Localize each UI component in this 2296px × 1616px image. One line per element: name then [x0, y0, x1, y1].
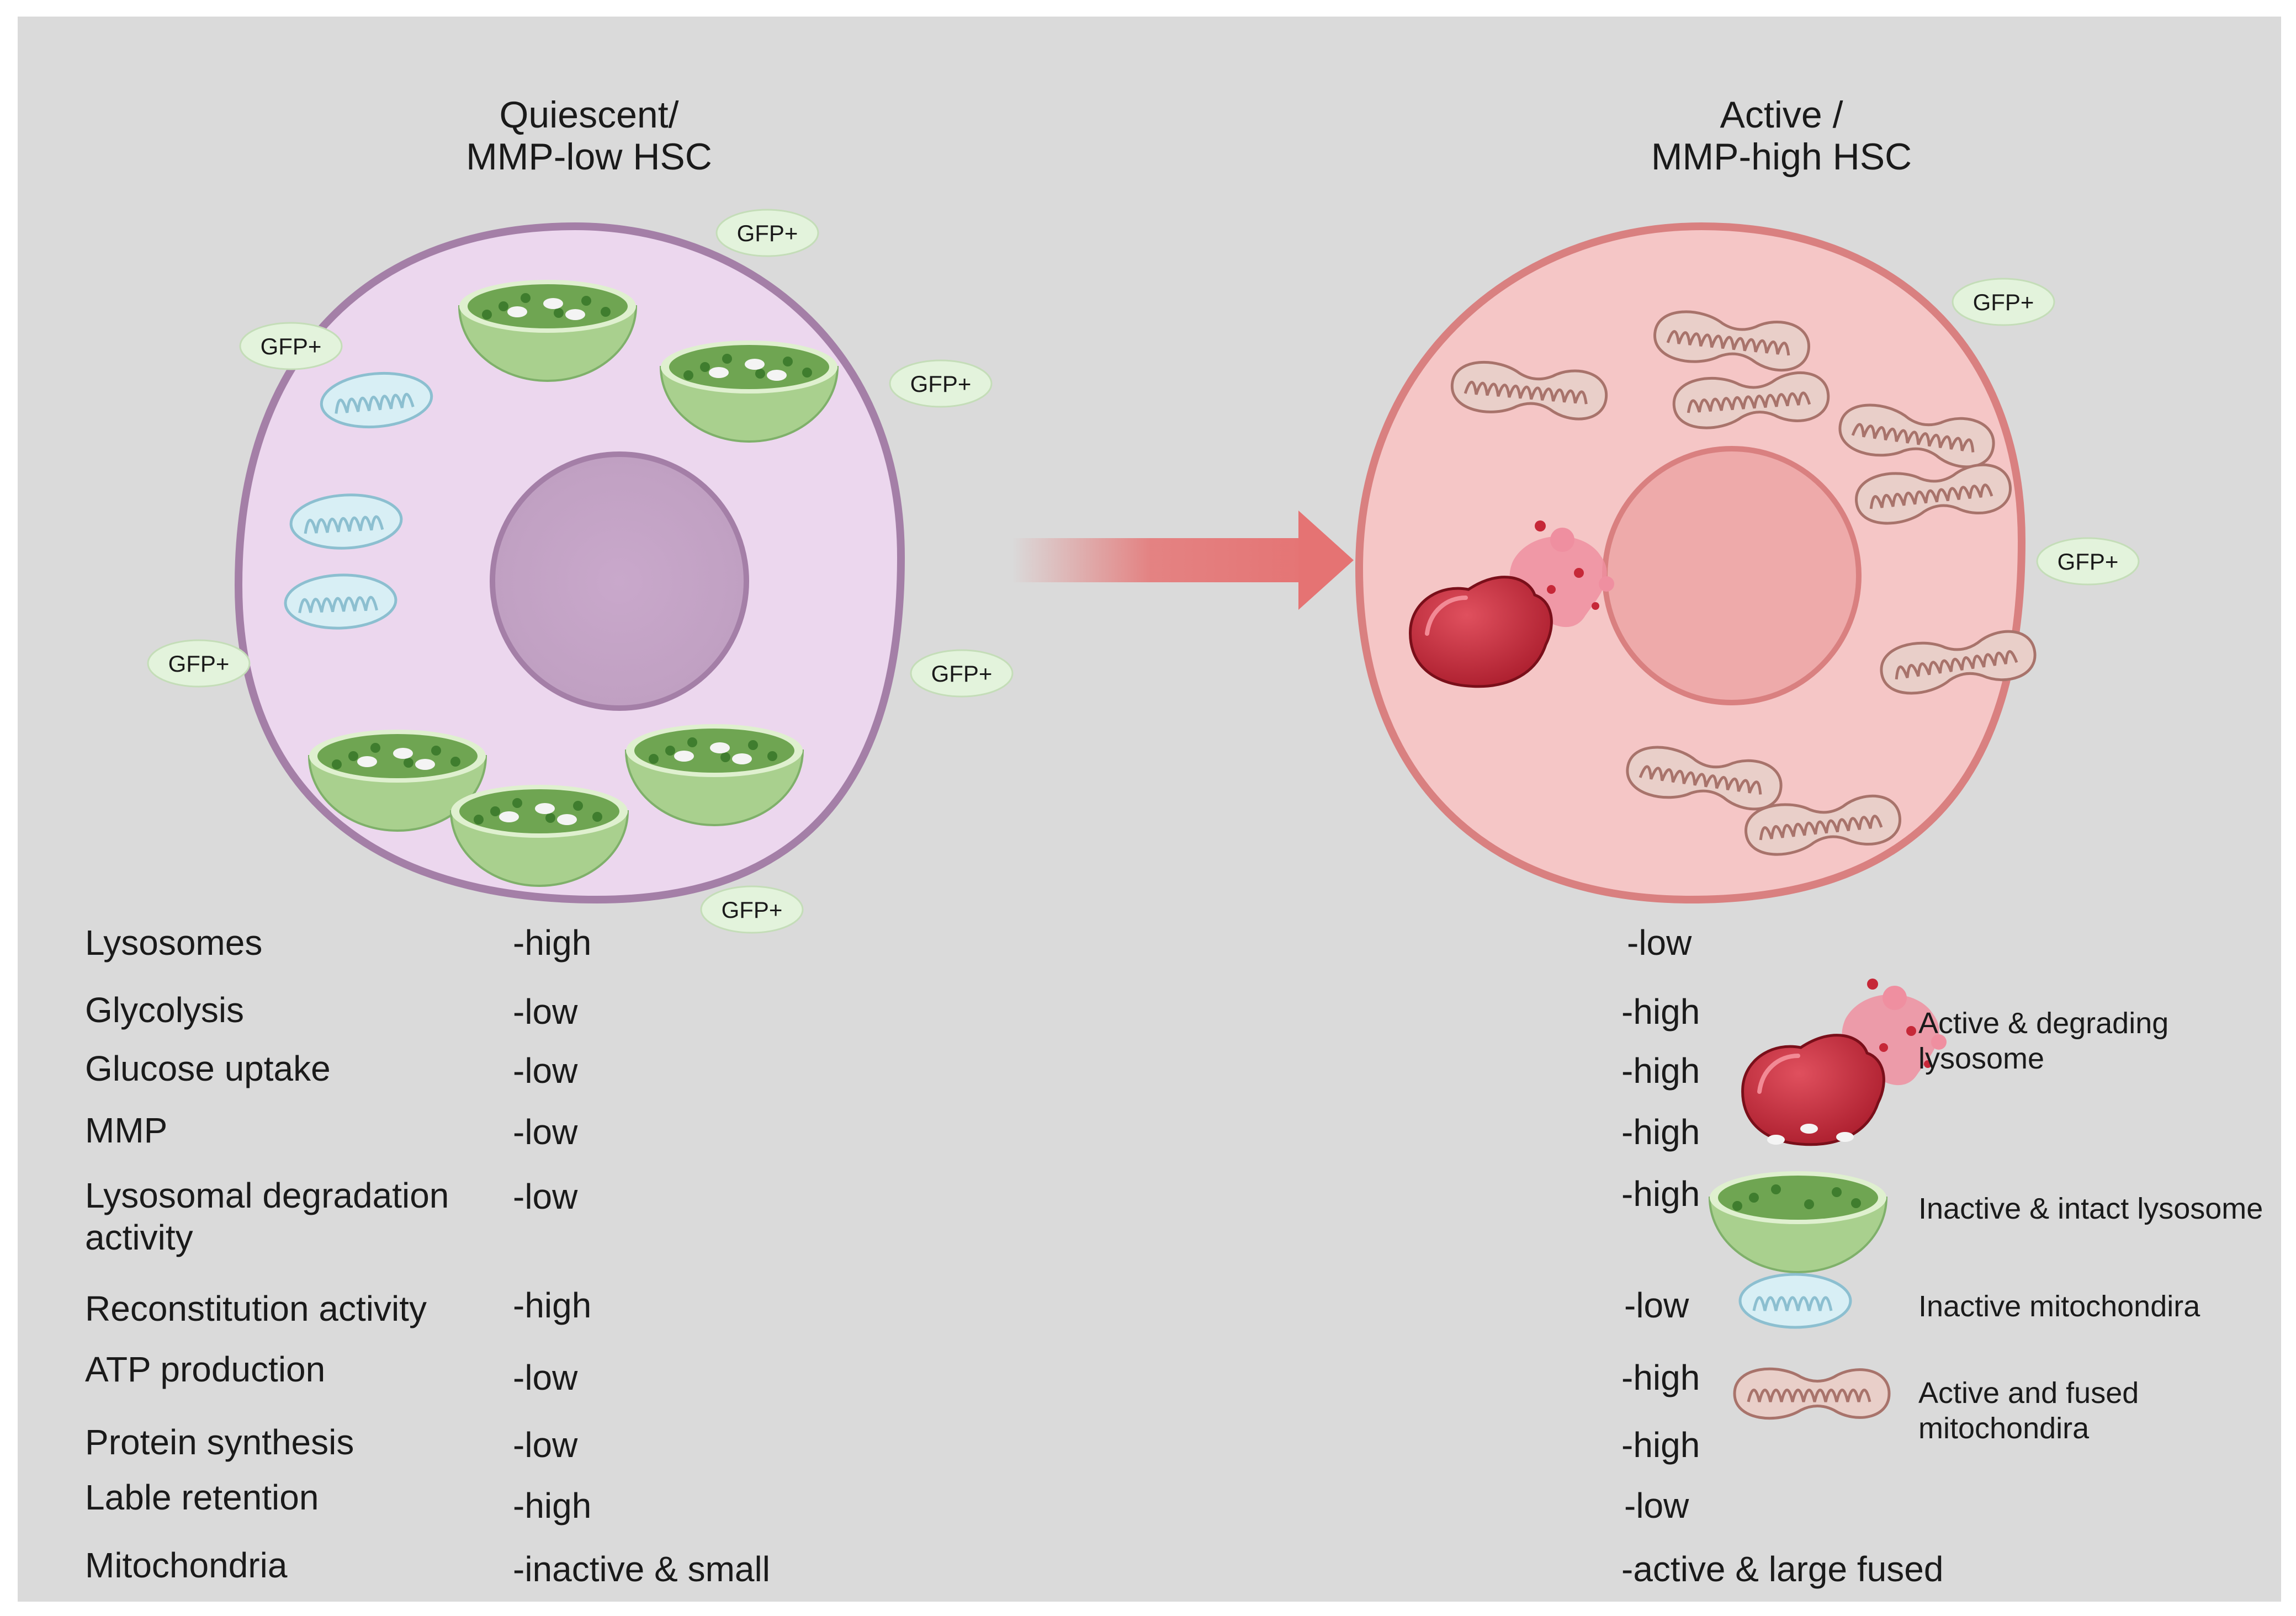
active-title: Active / MMP-high HSC — [1651, 94, 1912, 178]
fused-mitochondrion — [1838, 403, 1995, 469]
transition-arrow — [1011, 511, 1354, 610]
gfp-badge: GFP+ — [239, 322, 343, 370]
fused-mitochondria-icon — [1733, 1367, 1891, 1420]
quiescent-value: -low — [513, 1051, 578, 1091]
intact-lysosome-icon — [1708, 1124, 1888, 1273]
gfp-badge: GFP+ — [700, 885, 804, 934]
fused-mitochondrion — [1672, 371, 1830, 429]
legend-label-fused-mitochondria: Active and fused mitochondira — [1918, 1376, 2139, 1445]
active-value: -high — [1621, 992, 1700, 1032]
gfp-label: GFP+ — [910, 371, 972, 397]
active-value: -low — [1624, 1486, 1689, 1525]
quiescent-value: -high — [513, 923, 592, 963]
gfp-badge: GFP+ — [715, 209, 819, 257]
gfp-label: GFP+ — [722, 897, 783, 923]
gfp-label: GFP+ — [1973, 289, 2034, 315]
intact-lysosome — [624, 724, 804, 826]
gfp-label: GFP+ — [2058, 549, 2119, 575]
quiescent-value: -high — [513, 1285, 592, 1325]
active-value: -low — [1624, 1285, 1689, 1325]
row-label: Lysosomal degradation activity — [85, 1176, 449, 1257]
degrading-lysosome-icon — [1741, 979, 1947, 1146]
active-value: -high — [1621, 1112, 1700, 1152]
legend-label-intact-lysosome: Inactive & intact lysosome — [1918, 1192, 2263, 1225]
row-label: Lable retention — [85, 1477, 319, 1517]
quiescent-title: Quiescent/ MMP-low HSC — [466, 94, 712, 178]
row-label: Protein synthesis — [85, 1422, 354, 1462]
fused-mitochondrion — [1855, 463, 2012, 525]
gfp-label: GFP+ — [168, 651, 230, 677]
active-value: -high — [1621, 1174, 1700, 1214]
row-label: Glucose uptake — [85, 1049, 331, 1088]
fused-mitochondrion — [1744, 794, 1901, 856]
intact-lysosome — [458, 280, 638, 382]
active-value: -high — [1621, 1425, 1700, 1465]
legend-label-inactive-mitochondria: Inactive mitochondira — [1918, 1290, 2200, 1323]
gfp-badge: GFP+ — [1952, 278, 2055, 326]
quiescent-value: -low — [513, 1358, 578, 1397]
quiescent-value: -low — [513, 992, 578, 1032]
row-label: Mitochondria — [85, 1545, 288, 1585]
inactive-mitochondria-icon — [1738, 1273, 1852, 1329]
intact-lysosome — [307, 730, 487, 832]
row-label: Glycolysis — [85, 990, 245, 1030]
intact-lysosome — [659, 341, 839, 443]
gfp-label: GFP+ — [737, 220, 798, 246]
active-value: -low — [1627, 923, 1692, 963]
cell-illustration: GFP+ GFP+ GFP+ GFP+ GFP+ GFP+ GFP+ GFP+ — [147, 209, 2140, 1420]
fused-mitochondrion — [1626, 746, 1783, 811]
quiescent-value: -inactive & small — [513, 1549, 770, 1589]
row-label: Reconstitution activity — [85, 1289, 427, 1328]
inactive-mitochondrion — [320, 371, 433, 429]
row-label: Lysosomes — [85, 923, 263, 963]
active-value: -high — [1621, 1051, 1700, 1091]
legend-label-degrading-lysosome: Active & degrading lysosome — [1918, 1007, 2169, 1075]
fused-mitochondrion — [1653, 310, 1810, 372]
quiescent-nucleus — [490, 451, 749, 711]
active-value: -high — [1621, 1358, 1700, 1397]
quiescent-value: -low — [513, 1425, 578, 1465]
gfp-label: GFP+ — [261, 333, 322, 359]
active-value: -active & large fused — [1621, 1549, 1944, 1589]
row-label: MMP — [85, 1110, 168, 1150]
figure-panel: GFP+ GFP+ GFP+ GFP+ GFP+ GFP+ GFP+ GFP+ — [18, 17, 2281, 1602]
quiescent-value: -low — [513, 1177, 578, 1216]
active-nucleus — [1602, 446, 1862, 705]
row-label: ATP production — [85, 1349, 326, 1389]
intact-lysosome — [449, 785, 629, 887]
gfp-badge: GFP+ — [147, 639, 251, 688]
inactive-mitochondrion — [284, 573, 397, 630]
fused-mitochondrion — [1451, 360, 1608, 421]
gfp-badge: GFP+ — [2036, 537, 2140, 586]
gfp-badge: GFP+ — [889, 359, 993, 408]
fused-mitochondrion — [1880, 630, 2037, 695]
inactive-mitochondrion — [289, 493, 403, 550]
degrading-lysosome — [1409, 520, 1614, 688]
gfp-label: GFP+ — [931, 661, 993, 687]
gfp-badge: GFP+ — [910, 649, 1014, 698]
quiescent-value: -low — [513, 1112, 578, 1152]
quiescent-value: -high — [513, 1486, 592, 1525]
